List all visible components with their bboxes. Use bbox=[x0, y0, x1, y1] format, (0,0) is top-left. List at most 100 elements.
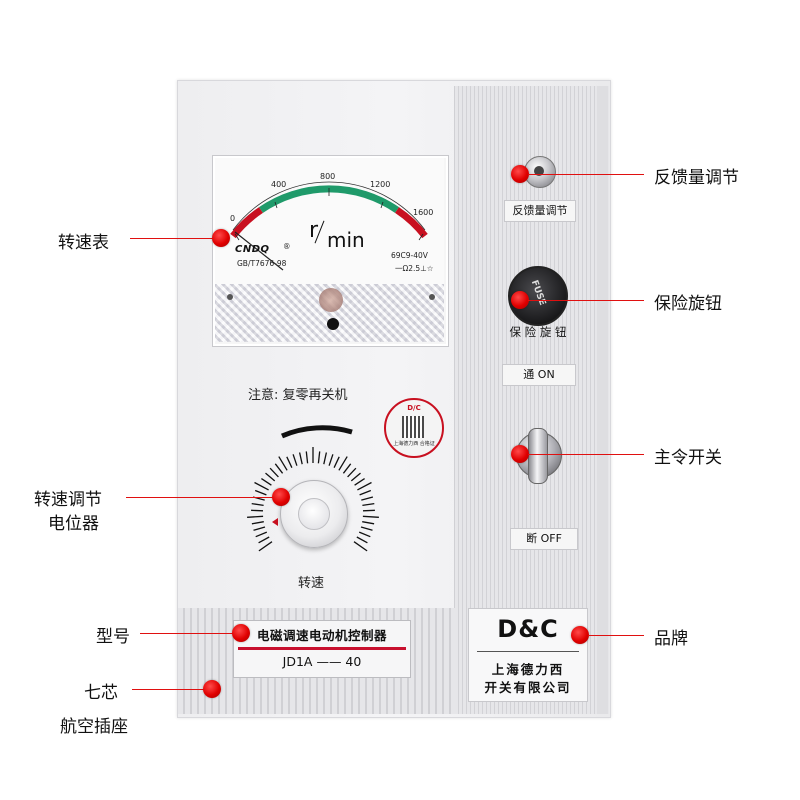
meter-face: 0 400 800 1200 1600 r min CNDQ ® GB/T767… bbox=[215, 158, 444, 284]
feedback-plate-label: 反馈量调节 bbox=[512, 204, 568, 217]
dial-tick bbox=[298, 452, 303, 465]
screw-icon bbox=[227, 294, 233, 300]
callout-line-feedback bbox=[528, 174, 644, 175]
zero-adjust-screw-icon[interactable] bbox=[327, 318, 339, 330]
fuse-holder[interactable]: FUSE bbox=[508, 266, 568, 326]
dial-tick bbox=[362, 502, 375, 507]
screw-icon bbox=[429, 294, 435, 300]
callout-fuse: 保险旋钮 bbox=[654, 294, 722, 314]
feedback-adjust-knob[interactable] bbox=[524, 156, 556, 188]
main-switch-lever[interactable] bbox=[528, 428, 548, 484]
callout-feedback: 反馈量调节 bbox=[654, 168, 739, 188]
callout-line-socket bbox=[132, 689, 204, 690]
dial-tick bbox=[254, 481, 269, 491]
dial-tick bbox=[265, 472, 276, 482]
dial-tick bbox=[328, 454, 334, 466]
dial-tick bbox=[274, 463, 284, 474]
callout-line-pot bbox=[126, 497, 274, 498]
scale-label-1600: 1600 bbox=[413, 208, 434, 217]
fuse-plate-label: 保 险 旋 钮 bbox=[509, 325, 567, 339]
model-plate: 电磁调速电动机控制器 JD1A —— 40 bbox=[233, 620, 411, 678]
callout-line-main-switch bbox=[528, 454, 644, 455]
dial-tick bbox=[251, 521, 264, 525]
dial-tick bbox=[362, 509, 375, 512]
dial-tick bbox=[358, 531, 371, 538]
dial-tick bbox=[353, 541, 368, 552]
on-plate: 通 ON bbox=[502, 364, 576, 386]
dial-tick bbox=[350, 472, 361, 482]
dial-tick bbox=[269, 467, 279, 478]
callout-model: 型号 bbox=[96, 627, 130, 647]
callout-speed-meter: 转速表 bbox=[58, 233, 109, 253]
speed-potentiometer-knob[interactable] bbox=[280, 480, 348, 548]
dial-tick bbox=[286, 456, 293, 468]
off-plate: 断 OFF bbox=[510, 528, 578, 550]
dial-tick bbox=[361, 496, 374, 501]
callout-line-speed-meter bbox=[130, 238, 218, 239]
dial-tick bbox=[254, 489, 267, 496]
off-plate-label: 断 OFF bbox=[526, 532, 562, 545]
knob-center-cap bbox=[298, 498, 330, 530]
dial-tick bbox=[292, 454, 298, 466]
dial-tick bbox=[247, 515, 264, 518]
dial-tick bbox=[362, 521, 375, 525]
marker-dot-socket bbox=[203, 680, 221, 698]
speed-meter: 0 400 800 1200 1600 r min CNDQ ® GB/T767… bbox=[212, 155, 449, 347]
brand-plate: D&C 上海德力西 开关有限公司 bbox=[468, 608, 588, 702]
callout-brand: 品牌 bbox=[654, 629, 688, 649]
marker-dot-feedback bbox=[511, 165, 529, 183]
reset-note: 注意: 复零再关机 bbox=[248, 388, 348, 403]
dial-tick bbox=[251, 509, 264, 512]
model-code: JD1A —— 40 bbox=[282, 654, 362, 669]
meter-ticks bbox=[234, 188, 424, 241]
feedback-plate: 反馈量调节 bbox=[504, 200, 576, 222]
qr-code-icon bbox=[402, 416, 424, 438]
meter-arc-red-low bbox=[230, 207, 264, 239]
dial-tick bbox=[305, 451, 309, 464]
speed-indicator-arrow-icon bbox=[272, 518, 278, 526]
speed-label: 转速 bbox=[298, 576, 325, 591]
meter-arc-red-high bbox=[394, 207, 428, 239]
on-plate-label: 通 ON bbox=[523, 368, 555, 381]
dial-tick bbox=[360, 526, 373, 531]
callout-socket-line-2: 航空插座 bbox=[60, 717, 128, 737]
brand-company-line-1: 上海德力西 bbox=[491, 662, 565, 677]
brand-company-line-2: 开关有限公司 bbox=[484, 680, 572, 695]
scale-label-400: 400 bbox=[271, 180, 287, 189]
callout-socket-line-1: 七芯 bbox=[84, 683, 118, 703]
marker-dot-main-switch bbox=[511, 445, 529, 463]
dial-tick bbox=[258, 541, 273, 552]
dial-tick bbox=[323, 452, 328, 465]
meter-registered: ® bbox=[283, 242, 291, 251]
model-name: 电磁调速电动机控制器 bbox=[256, 628, 387, 643]
qc-sticker-text: 上海德力西 合格证 bbox=[393, 441, 435, 447]
meter-scale-arc bbox=[230, 181, 428, 271]
dial-tick bbox=[356, 536, 368, 544]
meter-arc-line bbox=[232, 181, 426, 231]
dial-tick bbox=[357, 481, 372, 491]
dial-tick bbox=[258, 536, 270, 544]
dial-tick bbox=[354, 478, 365, 486]
fuse-plate: 保 险 旋 钮 bbox=[502, 322, 574, 342]
brand-divider bbox=[477, 651, 579, 652]
dial-tick bbox=[255, 531, 268, 538]
callout-pot-line-1: 转速调节 bbox=[34, 490, 102, 510]
dial-tick bbox=[253, 526, 266, 531]
meter-unit-r: r bbox=[309, 218, 319, 243]
dial-tick bbox=[317, 451, 321, 464]
scale-label-1200: 1200 bbox=[370, 180, 391, 189]
marker-dot-pot bbox=[272, 488, 290, 506]
callout-line-model bbox=[140, 633, 236, 634]
dial-tick bbox=[359, 489, 372, 496]
dial-tick bbox=[338, 456, 348, 471]
callout-main-switch: 主令开关 bbox=[654, 448, 722, 468]
meter-brand: CNDQ bbox=[235, 244, 270, 255]
ribbed-edge-strip bbox=[597, 86, 608, 714]
brand-logo: D&C bbox=[497, 615, 559, 643]
fuse-cap-text: FUSE bbox=[528, 279, 548, 307]
meter-needle bbox=[234, 231, 284, 271]
dial-tick bbox=[362, 515, 379, 518]
meter-spec-1: 69C9-40V bbox=[391, 251, 428, 260]
dial-tick bbox=[261, 478, 272, 486]
meter-zero-adjust bbox=[319, 288, 343, 312]
